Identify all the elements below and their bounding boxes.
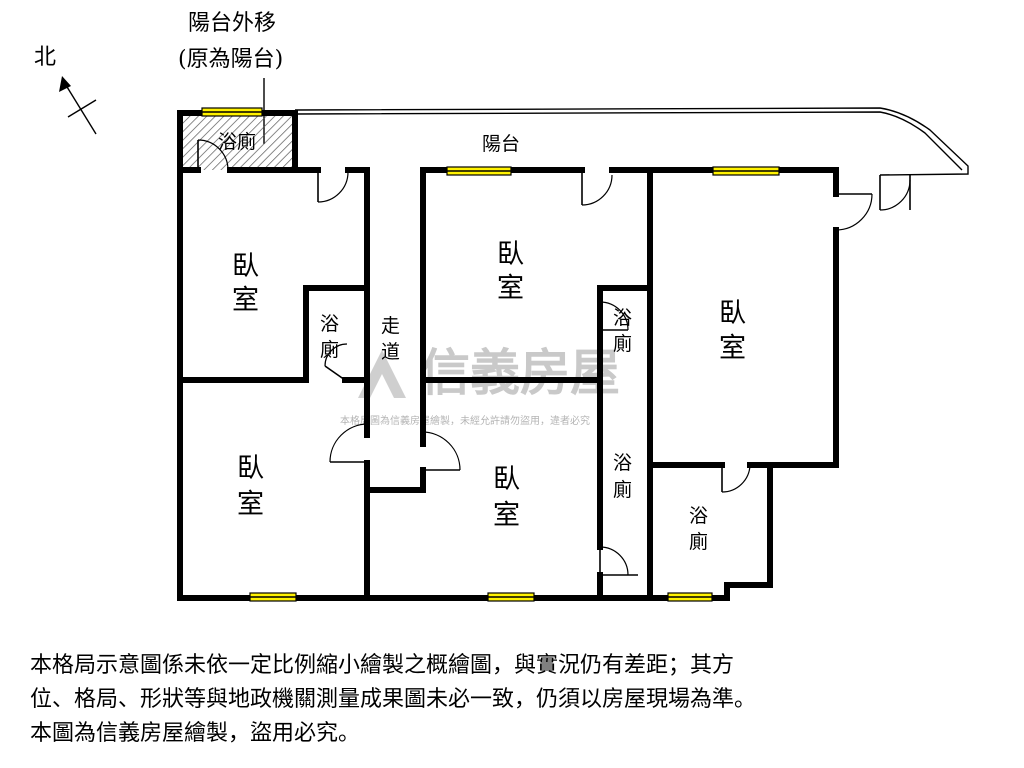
- hatched-bath-area: [180, 113, 295, 170]
- disclaimer-line: 位、格局、形狀等與地政機關測量成果圖未必一致，仍須以房屋現場為準。: [30, 687, 757, 712]
- doors: [197, 139, 911, 576]
- room-label-bath-top: 浴廁: [218, 130, 256, 153]
- room-labels: 浴廁 陽台 臥 室 臥 室 臥 室 臥 室 臥 室 浴 廁 走 道 浴 廁 浴 …: [218, 130, 746, 553]
- room-label-bedroom-nw: 臥: [232, 251, 259, 282]
- room-label-balcony: 陽台: [482, 133, 520, 155]
- north-label: 北: [34, 45, 56, 70]
- room-label-corridor: 走: [381, 315, 400, 337]
- annotation-line-2: (原為陽台): [178, 47, 283, 72]
- room-label-bedroom-n-center: 室: [497, 273, 524, 304]
- disclaimer-text: 本格局示意圖係未依一定比例縮小繪製之概繪圖，與實況仍有差距；其方 位、格局、形狀…: [30, 649, 1010, 751]
- room-label-bedroom-nw: 室: [232, 285, 259, 316]
- room-label-bath-west: 浴: [320, 313, 339, 335]
- balcony-outline: [294, 107, 969, 176]
- north-arrow: 北: [34, 45, 97, 135]
- room-label-bath-center-lower: 廁: [613, 478, 632, 501]
- room-label-bedroom-s-center: 臥: [493, 464, 520, 495]
- room-label-bedroom-sw: 室: [237, 489, 264, 520]
- disclaimer-line: 本圖為信義房屋繪製，盜用必究。: [30, 721, 361, 746]
- disclaimer-line: 本格局示意圖係未依一定比例縮小繪製之概繪圖，與實況仍有差距；其方: [30, 653, 735, 678]
- room-label-corridor: 道: [381, 341, 400, 363]
- windows: [201, 107, 780, 602]
- room-label-bath-se: 廁: [689, 530, 708, 553]
- room-label-bath-center-lower: 浴: [613, 452, 632, 474]
- room-label-bath-center: 廁: [613, 332, 632, 355]
- watermark-notice: 本格局圖為信義房屋繪製，未經允許請勿盜用，違者必究: [340, 414, 590, 427]
- annotation-line-1: 陽台外移: [188, 11, 276, 36]
- room-label-bath-west: 廁: [320, 338, 339, 361]
- room-label-bedroom-ne: 室: [719, 333, 746, 364]
- watermark: 信義房屋 本格局圖為信義房屋繪製，未經允許請勿盜用，違者必究: [340, 344, 620, 427]
- room-label-bedroom-sw: 臥: [237, 453, 264, 484]
- annotation-balcony-moved: 陽台外移 (原為陽台): [178, 11, 283, 144]
- watermark-brand: 信義房屋: [420, 344, 620, 402]
- room-label-bedroom-s-center: 室: [493, 500, 520, 531]
- floor-plan-drawing: 信義房屋 本格局圖為信義房屋繪製，未經允許請勿盜用，違者必究 北 陽台外移 (原…: [34, 11, 969, 602]
- room-label-bath-center: 浴: [613, 307, 632, 329]
- room-label-bedroom-n-center: 臥: [497, 239, 524, 270]
- room-label-bath-se: 浴: [689, 505, 708, 527]
- room-label-bedroom-ne: 臥: [719, 298, 746, 329]
